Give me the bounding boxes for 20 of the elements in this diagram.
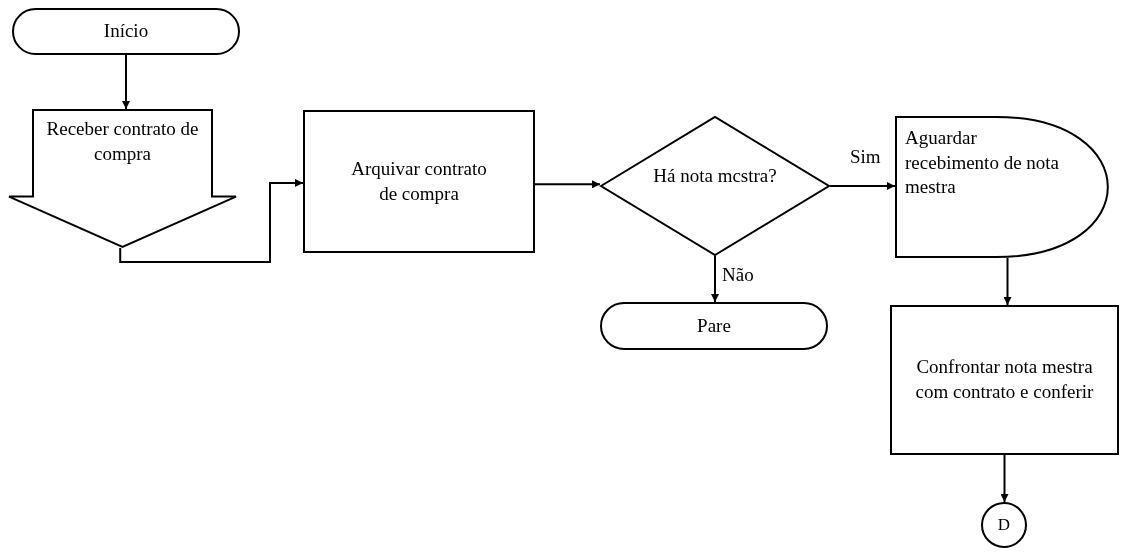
process-box [303,110,535,253]
arrow [1003,257,1012,306]
node-label: Há nota mcstra? [653,163,777,188]
arrow [534,180,601,189]
node-label: Confrontar nota mestra com contrato e conferir [914,355,1095,404]
node-label: Arquivar contrato de compra [350,156,488,206]
arrow [711,255,719,303]
arrow [119,178,304,263]
arrow [829,182,896,190]
arrow [122,54,130,110]
node-label: Aguardar recebimento de nota mestra [905,126,1060,200]
node-label: Pare [697,313,731,338]
off-page-connector [8,109,237,248]
node-label: D [997,513,1011,536]
node-label: Início [103,19,149,44]
decision-diamond [600,116,830,256]
connector-circle [981,502,1027,548]
arrow [1000,454,1009,503]
process-box [890,305,1119,455]
node-label: Receber contrato de compra [45,117,200,166]
